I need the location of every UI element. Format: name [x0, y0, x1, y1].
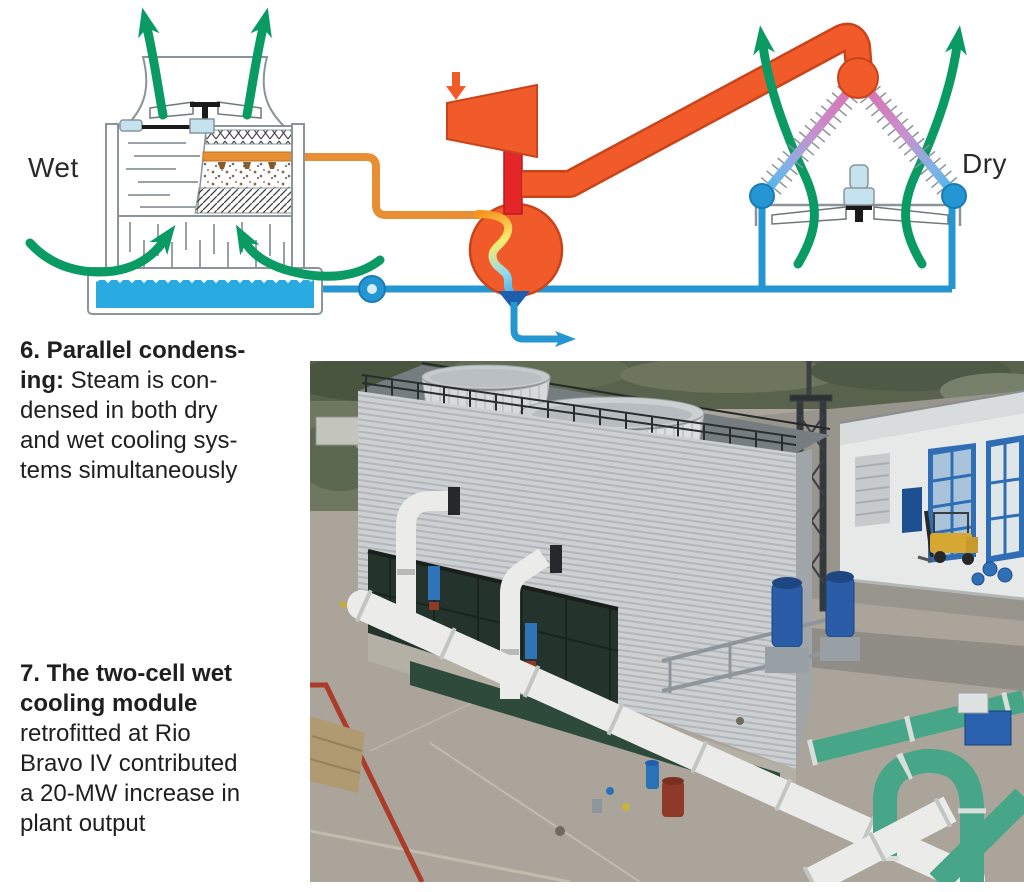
figure6-caption: 6. Parallel condens- ing: Steam is con- …	[20, 337, 246, 484]
photo-two-cell-wet-cooling-module	[310, 361, 1024, 882]
riser-pipes	[396, 487, 562, 699]
cold-water-piping	[322, 202, 956, 293]
parallel-condensing-diagram	[25, 7, 967, 347]
red-pipe	[310, 682, 425, 882]
figure7-caption: 7. The two-cell wet cooling module retro…	[20, 660, 241, 837]
steam-duct-to-dry	[522, 22, 873, 198]
green-pipes	[806, 688, 1024, 882]
dry-fan-motor	[843, 164, 875, 206]
pump-skid	[661, 571, 860, 693]
dry-label: Dry	[962, 148, 1008, 179]
film-fill	[194, 187, 293, 214]
tower-column-left	[105, 123, 119, 277]
header-pipe	[338, 589, 985, 882]
header-left	[749, 183, 775, 209]
condensate-pipe	[510, 302, 576, 347]
condensate-outlet	[498, 291, 530, 311]
circulating-pump	[358, 275, 386, 303]
finned-tube-bundles	[756, 85, 962, 201]
fan-deck	[119, 118, 215, 134]
roof-railing	[361, 374, 797, 458]
dry-air-arrows	[753, 25, 967, 269]
forklift	[917, 510, 978, 565]
steam-distribution-ball	[837, 57, 879, 99]
foreground-pipe	[802, 794, 958, 882]
spray-header	[202, 151, 293, 162]
fill-louvers	[126, 142, 200, 208]
tower-wall-side	[796, 449, 812, 769]
drift-eliminator	[205, 129, 293, 145]
steam-inlet-arrow	[446, 72, 466, 100]
wood-planks	[310, 716, 365, 793]
vertical-pump-1	[765, 577, 809, 673]
air-inlet-louvers	[367, 549, 619, 713]
hot-water-pipe	[292, 153, 480, 219]
water-basin	[87, 267, 323, 315]
intake-air-arrows	[25, 224, 385, 281]
vertical-pump-2	[820, 571, 860, 661]
turbine-exhaust-duct	[503, 143, 523, 215]
exhaust-air-arrows	[138, 7, 272, 120]
splash-fill	[203, 162, 292, 188]
condenser	[468, 202, 564, 303]
header-right	[941, 183, 967, 209]
yard-items	[555, 717, 744, 836]
condenser-coil	[474, 210, 521, 303]
wet-label: Wet	[28, 152, 79, 183]
wet-cooling-tower	[25, 7, 385, 315]
steam-turbine	[446, 72, 538, 159]
blue-door	[902, 487, 922, 533]
tower-column-right	[291, 123, 305, 277]
dry-fan	[771, 205, 949, 225]
electrical-box	[964, 710, 1012, 746]
blue-barrels	[971, 561, 1013, 586]
dry-cooling-unit	[749, 25, 967, 269]
